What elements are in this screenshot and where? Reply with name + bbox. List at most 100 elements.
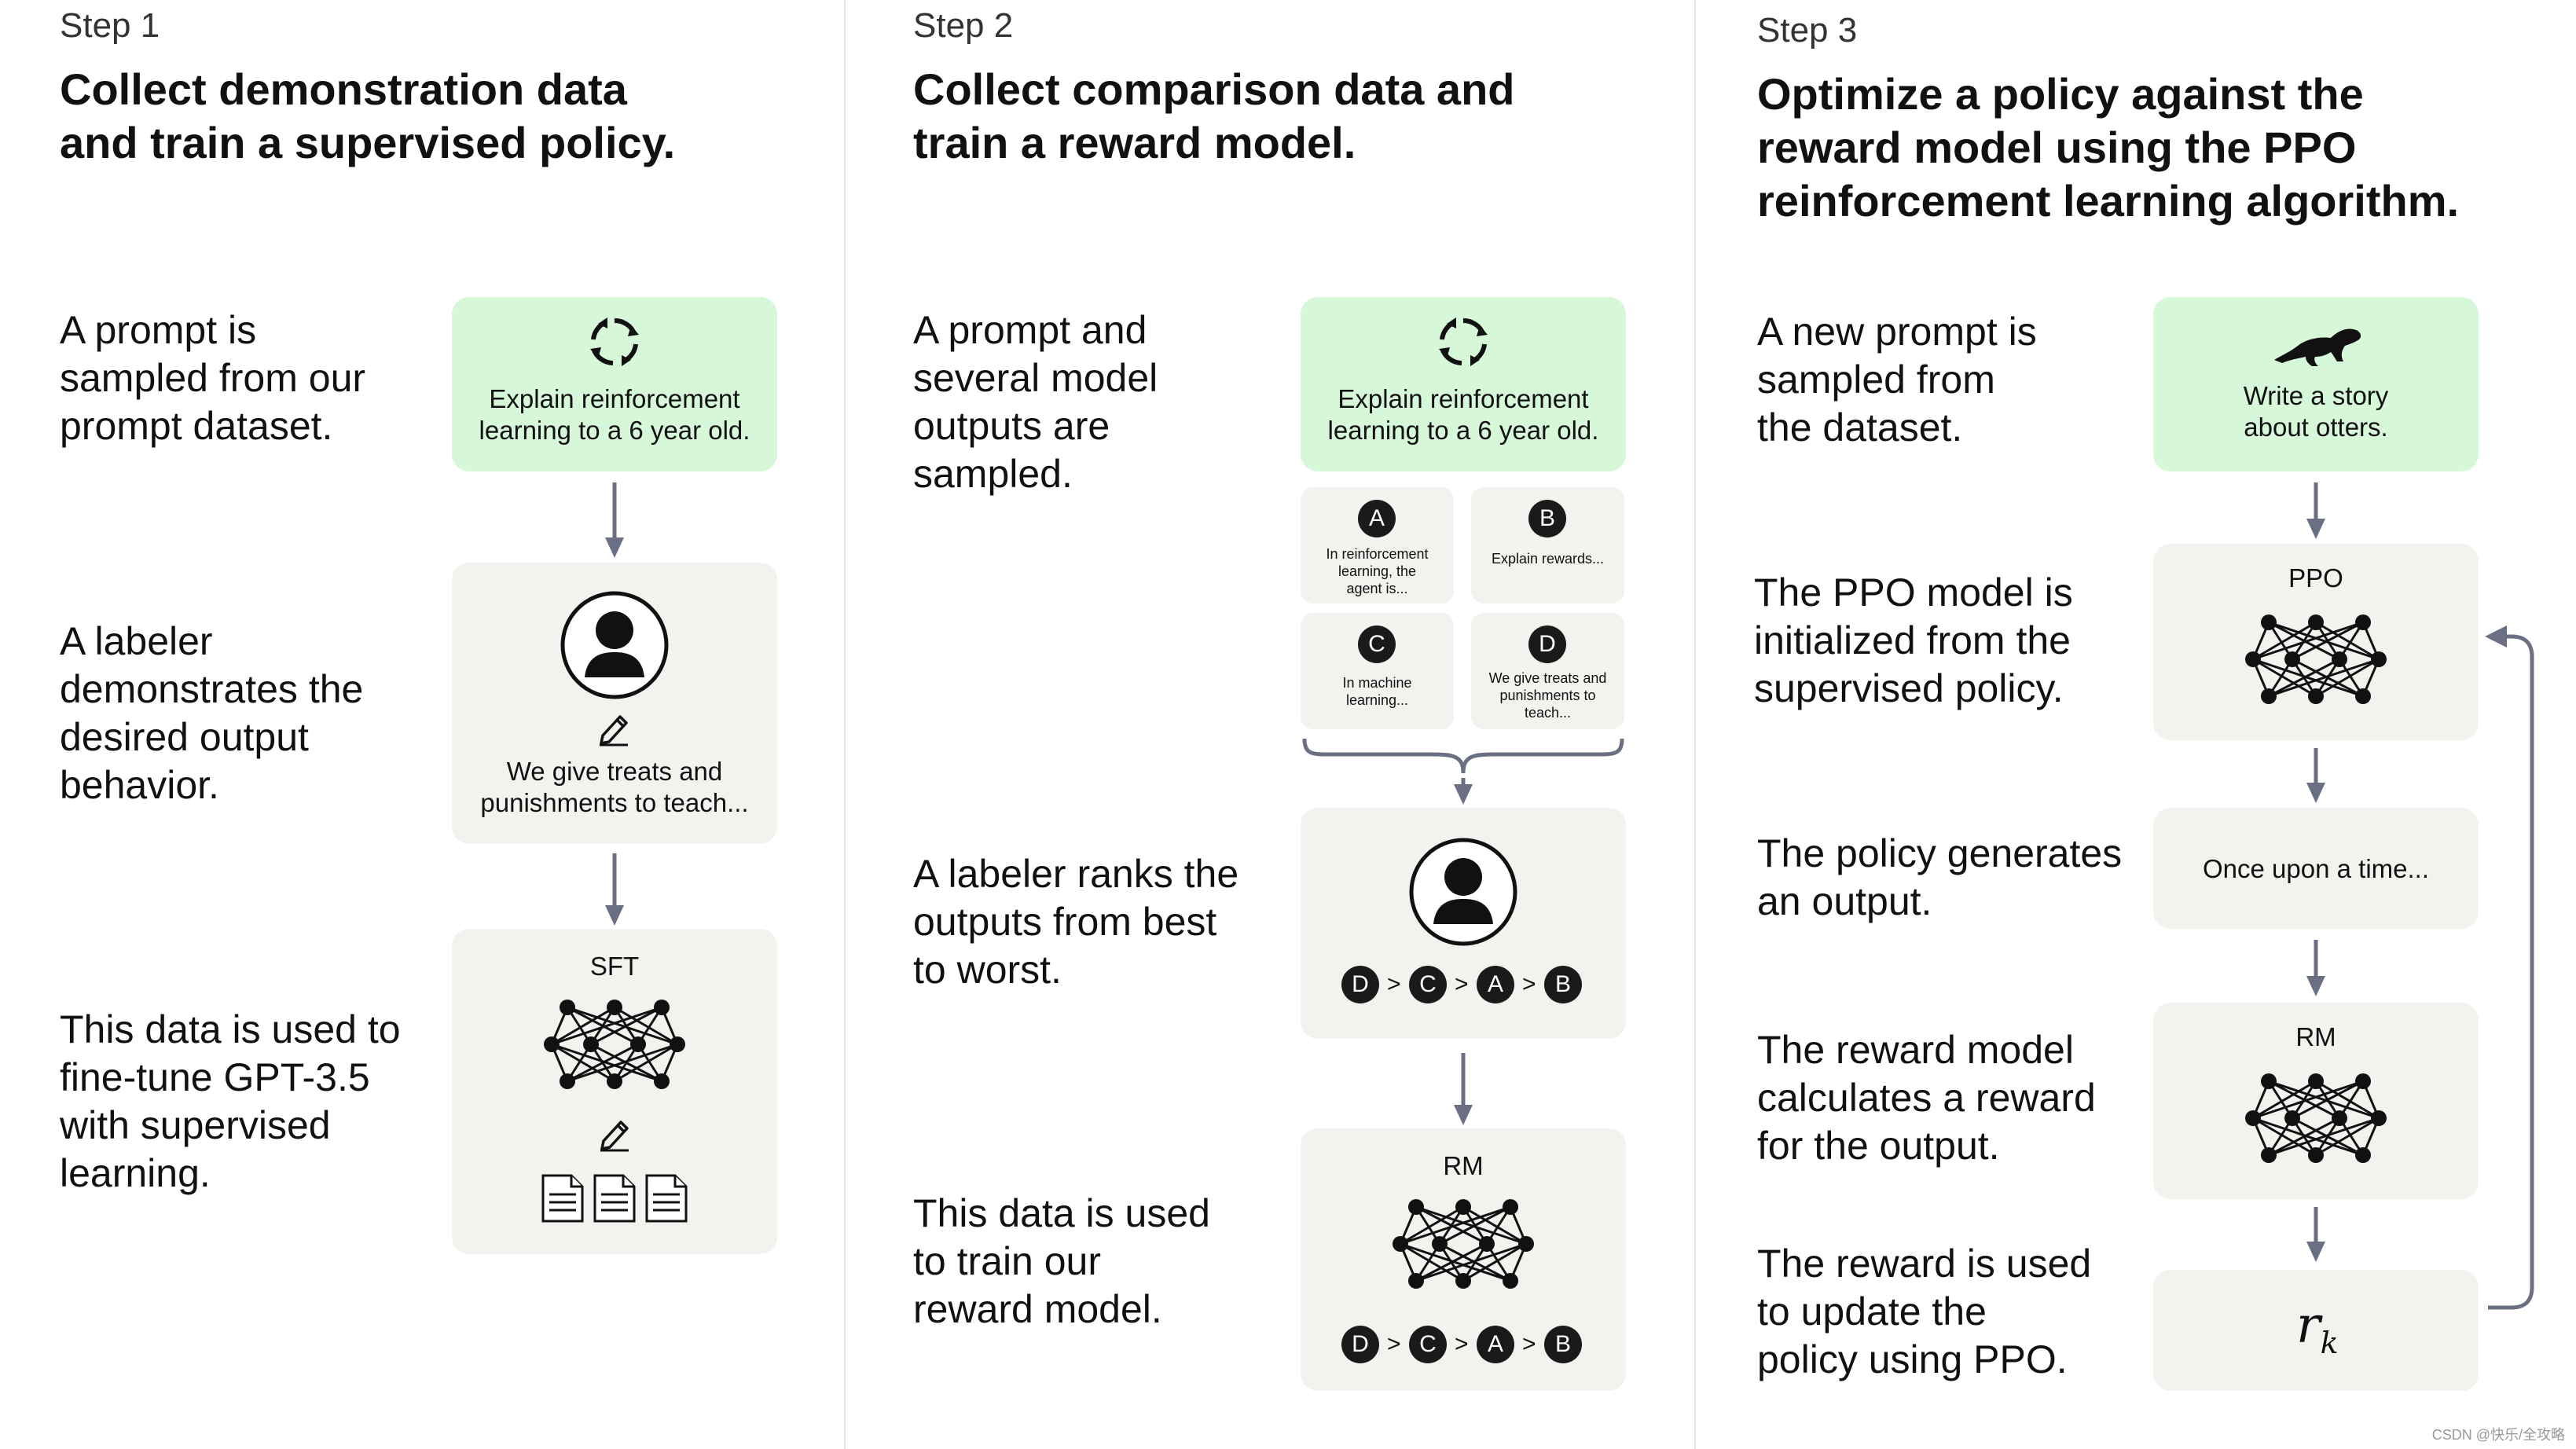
desc-line: an output. [1757,879,1932,923]
nn-node [2355,688,2371,704]
desc-line: reward model. [913,1287,1162,1331]
nn-edge [2252,658,2364,698]
nn-edge [2252,1080,2364,1120]
step2-labeler-box: D > C > A > B [1301,808,1626,1039]
reward-subscript: k [2320,1325,2339,1360]
step2-title: Collect comparison data and train a rewa… [913,63,1515,170]
output-letter-d: D [1528,625,1566,663]
column-divider-1 [844,0,846,1449]
nn-edge [2292,621,2364,661]
step1-prompt-text: Explain reinforcement learning to a 6 ye… [452,383,777,446]
text-line: Write a story [2243,381,2389,410]
output-card-d: D We give treats and punishments to teac… [1471,613,1624,729]
arrow-down [2306,748,2325,803]
step3-ppo-box: PPO [2153,544,2479,740]
step2-title-line: Collect comparison data and [913,64,1515,114]
arrow-down [605,853,624,926]
nn-edge [2268,1080,2380,1120]
brace-icon [1302,738,1624,774]
output-letter-b: B [1528,500,1566,537]
output-card-b: B Explain rewards... [1471,487,1624,603]
nn-edge [2268,1117,2340,1157]
nn-node [1503,1273,1518,1289]
arrow-down [2306,1207,2325,1262]
nn-edge [2252,1117,2364,1157]
nn-edge [551,1006,662,1046]
reward-r: r [2296,1297,2321,1355]
step2-prompt-box: Explain reinforcement learning to a 6 ye… [1301,297,1626,471]
nn-edge [1400,1205,1464,1245]
nn-edge [1415,1242,1527,1282]
nn-node [2261,688,2277,704]
step1-prompt-box: Explain reinforcement learning to a 6 ye… [452,297,777,471]
step2-desc-train: This data is used to train our reward mo… [913,1190,1210,1333]
desc-line: for the output. [1757,1124,2000,1168]
nn-node [2284,1110,2300,1126]
step2-prompt-text: Explain reinforcement learning to a 6 ye… [1301,383,1626,446]
rank-letter-1: D [1341,966,1379,1003]
nn-node [2355,1073,2371,1089]
nn-node [1408,1273,1424,1289]
nn-node [2261,614,2277,630]
nn-edge [2252,1117,2317,1157]
step1-sft-box: SFT [452,929,777,1254]
nn-node [2308,1147,2324,1163]
nn-edge [567,1043,678,1083]
text-line: In machine [1342,675,1412,691]
reward-symbol: rk [2296,1298,2339,1370]
nn-node [607,1000,622,1015]
nn-edge [2315,1080,2380,1120]
nn-edge [567,1043,639,1083]
text-line: punishments to teach... [480,788,749,817]
text-line: learning to a 6 year old. [479,416,750,445]
nn-edge [614,1043,678,1083]
text-line: agent is... [1346,581,1408,596]
arrow-down [605,482,624,558]
rm-label: RM [1443,1151,1484,1180]
text-line: about otters. [2244,413,2388,442]
desc-line: This data is used to [60,1007,401,1051]
nn-node [583,1036,599,1052]
nn-edge [1400,1242,1464,1282]
step1-desc-finetune: This data is used to fine-tune GPT-3.5 w… [60,1006,401,1198]
step3-title-line: reward model using the PPO [1757,123,2357,172]
step3-prompt-box: Write a story about otters. [2153,297,2479,471]
desc-line: The policy generates [1757,831,2123,875]
step3-reward-box: rk [2153,1270,2479,1391]
step3-label: Step 3 [1757,11,1858,50]
neural-network-icon [1393,1199,1534,1289]
nn-edge [2252,621,2317,661]
output-card-c: C In machine learning... [1301,613,1454,729]
nn-edge [1415,1205,1527,1245]
nn-node [544,1036,560,1052]
step3-desc-prompt: A new prompt is sampled from the dataset… [1757,308,2037,452]
nn-edge [2268,658,2380,698]
step2-title-line: train a reward model. [913,118,1356,167]
ranking-row: D > C > A > B [1301,965,1626,1004]
greater-than: > [1387,1331,1401,1357]
rank-letter-2: C [1409,1326,1447,1363]
desc-line: The PPO model is [1754,570,2073,614]
ranking-row: D > C > A > B [1301,1325,1626,1364]
desc-line: A prompt is [60,308,257,352]
nn-node [1432,1236,1448,1252]
nn-edge [551,1006,615,1046]
step2-label: Step 2 [913,6,1014,45]
desc-line: demonstrates the [60,667,364,711]
step1-title-line: Collect demonstration data [60,64,627,114]
nn-node [2245,1110,2261,1126]
pencil-icon [600,1121,629,1152]
desc-line: sampled. [913,452,1073,496]
nn-edge [2252,1080,2317,1120]
step2-rm-box: RM D > C > A > B [1301,1128,1626,1391]
step1-title-line: and train a supervised policy. [60,118,676,167]
text-line: Explain reinforcement [489,384,740,413]
arrow-down [2306,482,2325,539]
output-letter-c: C [1358,625,1396,663]
step1-labeler-text: We give treats and punishments to teach.… [452,756,777,819]
nn-node [2308,688,2324,704]
nn-edge [1462,1242,1527,1282]
step3-desc-ppo: The PPO model is initialized from the su… [1754,569,2073,713]
nn-node [2284,651,2300,667]
